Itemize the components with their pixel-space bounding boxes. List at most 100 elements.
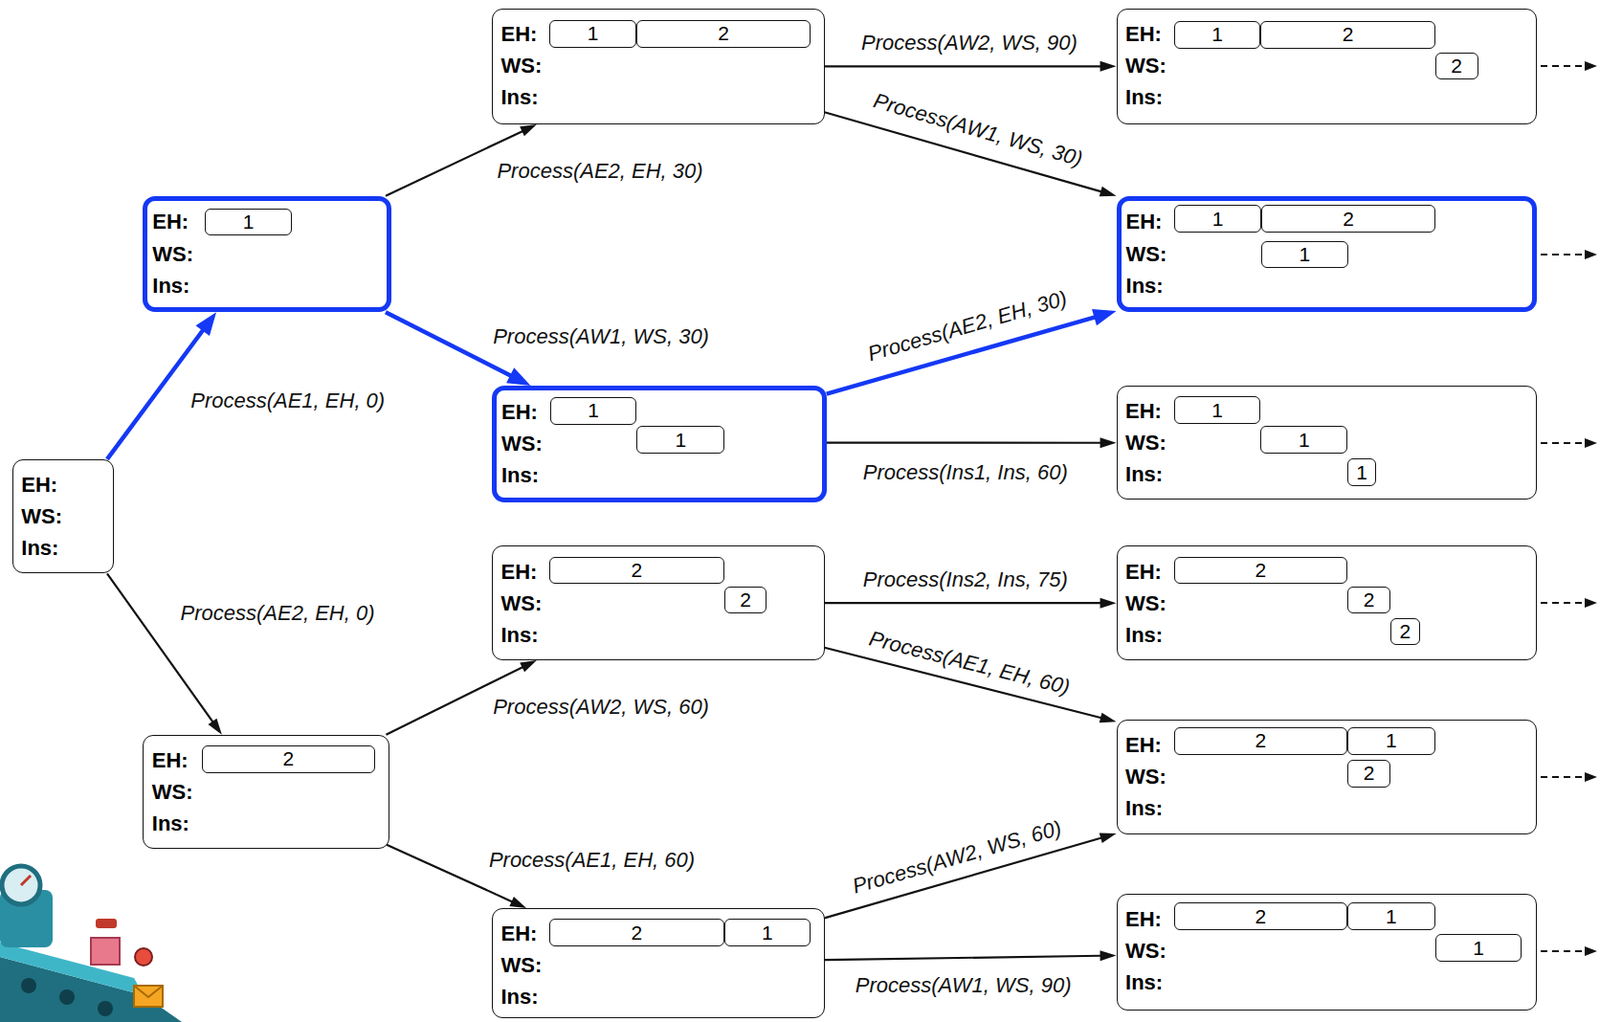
- resource-label: EH:: [152, 209, 189, 235]
- time-bar: 1: [1347, 727, 1436, 756]
- arrow-head: [1100, 598, 1117, 609]
- roller: [59, 989, 75, 1005]
- bar-number: 1: [243, 211, 255, 233]
- dashed-line: [1540, 442, 1586, 445]
- arrow-head: [509, 896, 527, 909]
- resource-label: Ins:: [500, 622, 538, 648]
- edge-label: Process(Ins2, Ins, 75): [860, 568, 1071, 592]
- time-bar: 2: [1347, 759, 1391, 788]
- resource-label: WS:: [500, 591, 542, 617]
- bar-number: 1: [674, 429, 687, 451]
- resource-label: WS:: [500, 53, 542, 79]
- edge-label: Process(AW1, WS, 30): [489, 325, 712, 349]
- arrow-head: [1100, 437, 1117, 448]
- resource-label: EH:: [1125, 907, 1162, 933]
- arrow-head: [195, 311, 217, 336]
- time-bar: 1: [1260, 425, 1348, 454]
- time-bar: 2: [1174, 727, 1348, 756]
- time-bar: 2: [1261, 204, 1436, 233]
- resource-label: EH:: [500, 22, 537, 47]
- resource-label: Ins:: [1125, 85, 1163, 111]
- arrow-head: [506, 367, 531, 386]
- state-box: EH:WS:Ins:111: [1116, 385, 1537, 500]
- continuation-heads: [1584, 61, 1598, 956]
- envelope-flap: [133, 985, 163, 998]
- resource-label: Ins:: [1125, 622, 1163, 648]
- resource-label: EH:: [1126, 209, 1163, 235]
- bar-number: 1: [1211, 23, 1223, 45]
- bar-number: 1: [1385, 730, 1398, 752]
- gauge: [1, 866, 41, 905]
- time-bar: 1: [550, 397, 638, 425]
- time-bar: 2: [549, 918, 724, 947]
- state-box: EH:WS:Ins:1: [142, 196, 392, 313]
- time-bar: 2: [549, 556, 724, 585]
- bar-number: 1: [1212, 208, 1224, 230]
- bar-number: 2: [282, 748, 294, 770]
- envelope: [133, 985, 163, 1007]
- resource-label: EH:: [1125, 559, 1162, 585]
- edge-label: Process(AE1, EH, 60): [486, 848, 698, 872]
- connector: [824, 598, 1117, 609]
- state-box: EH:WS:Ins:12: [491, 8, 825, 126]
- roller: [21, 977, 37, 994]
- state-box: EH:WS:Ins:22: [491, 545, 825, 660]
- time-bar: 2: [1174, 902, 1348, 931]
- connector: [826, 437, 1117, 448]
- resource-label: EH:: [501, 400, 538, 425]
- resource-label: Ins:: [21, 535, 59, 561]
- arrow-head: [1584, 249, 1598, 260]
- time-bar: 2: [724, 586, 768, 615]
- connector-line: [824, 65, 1102, 67]
- resource-label: Ins:: [1125, 796, 1163, 822]
- resource-label: EH:: [1125, 733, 1162, 758]
- state-box: EH:WS:Ins:122: [1116, 8, 1537, 126]
- time-bar: 2: [1435, 52, 1479, 80]
- state-box: EH:WS:Ins:121: [1116, 196, 1537, 313]
- arrow-head: [1584, 946, 1598, 956]
- dashed-line: [1540, 776, 1586, 778]
- resource-label: WS:: [152, 242, 194, 267]
- time-bar: 2: [636, 20, 811, 48]
- time-bar: 1: [1347, 458, 1377, 487]
- resource-label: Ins:: [1125, 462, 1163, 488]
- arrow-head: [1584, 598, 1598, 608]
- resource-label: Ins:: [500, 85, 538, 111]
- arrow-head: [208, 718, 223, 735]
- connector-line: [824, 955, 1102, 960]
- connector-line: [824, 601, 1102, 604]
- resource-label: WS:: [1125, 764, 1167, 790]
- connector: [824, 61, 1117, 72]
- resource-label: EH:: [21, 472, 58, 498]
- resource-label: Ins:: [501, 463, 539, 489]
- roller: [97, 1000, 113, 1017]
- bar-number: 2: [631, 559, 644, 581]
- state-box: EH: WS: Ins: 2 1 2: [1116, 719, 1537, 835]
- bar-number: 2: [1450, 55, 1463, 77]
- connector-line: [107, 573, 214, 722]
- resource-label: WS:: [1125, 53, 1167, 79]
- arrow-head: [1100, 61, 1117, 72]
- resource-label: WS:: [1125, 938, 1167, 964]
- conveyor-illustration: [0, 866, 182, 1022]
- resource-label: EH:: [500, 921, 537, 947]
- bar-number: 2: [1399, 621, 1411, 643]
- state-box: EH: WS: Ins:: [12, 459, 115, 574]
- resource-label: WS:: [21, 504, 63, 530]
- edge-label: Process(AW2, WS, 90): [858, 31, 1081, 55]
- time-bar: 1: [1261, 241, 1349, 269]
- state-box: EH:WS:Ins:11: [491, 385, 827, 503]
- signal-light: [134, 948, 153, 966]
- bar-number: 1: [1355, 462, 1368, 484]
- bar-number: 1: [1385, 906, 1398, 928]
- time-bar: 2: [1260, 21, 1435, 49]
- time-bar: 1: [1347, 902, 1436, 931]
- time-bar: 1: [204, 208, 292, 237]
- dashed-line: [1540, 253, 1586, 256]
- bar-number: 1: [761, 922, 774, 944]
- time-bar: 2: [1390, 618, 1421, 646]
- gauge-needle: [21, 875, 31, 886]
- edge-label: Process(AW1, WS, 90): [852, 974, 1075, 998]
- dashed-line: [1540, 601, 1586, 604]
